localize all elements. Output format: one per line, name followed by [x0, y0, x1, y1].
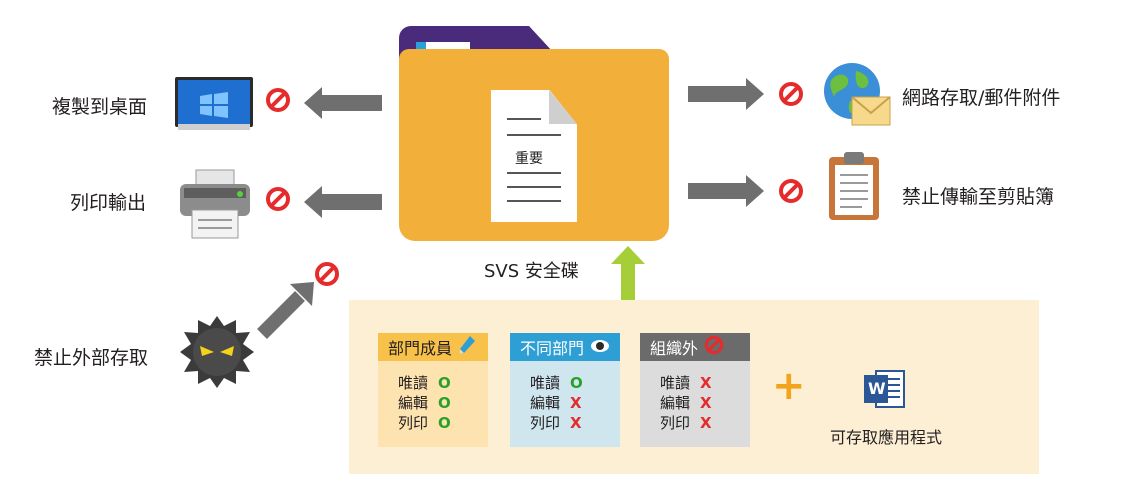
blocked-icon	[265, 87, 291, 117]
clipboard-label: 禁止傳輸至剪貼簿	[902, 186, 1055, 208]
print-arrow	[304, 186, 382, 218]
permission-box-title: 部門成員	[388, 339, 453, 358]
blocked-icon	[314, 261, 340, 291]
permission-box-title: 組織外	[650, 339, 699, 358]
clipboard-icon	[828, 151, 880, 225]
globe-mail-icon	[820, 61, 892, 133]
word-app-icon: W	[862, 369, 906, 413]
no-entry-icon	[704, 335, 724, 359]
folder-caption: SVS 安全碟	[484, 261, 579, 282]
network-arrow	[688, 78, 764, 110]
external-access-arrow	[256, 278, 318, 344]
network-label: 網路存取/郵件附件	[902, 87, 1061, 109]
print-label: 列印輸出	[70, 192, 147, 214]
up-arrow	[611, 246, 645, 330]
blocked-icon	[778, 178, 804, 208]
printer-icon	[178, 168, 252, 244]
blocked-icon	[265, 186, 291, 216]
eye-icon	[590, 338, 610, 357]
plus-sign: +	[772, 363, 806, 409]
copy-desktop-arrow	[304, 87, 382, 119]
blocked-icon	[778, 81, 804, 111]
pencil-icon	[458, 335, 476, 359]
malware-icon	[178, 314, 256, 394]
copy-desktop-label: 複製到桌面	[52, 96, 148, 118]
permission-box-title: 不同部門	[520, 339, 585, 358]
monitor-icon	[174, 76, 254, 136]
document-title: 重要	[515, 151, 543, 167]
app-caption: 可存取應用程式	[830, 428, 943, 447]
word-letter: W	[868, 379, 886, 398]
clipboard-arrow	[688, 175, 764, 207]
external-access-label: 禁止外部存取	[34, 347, 149, 369]
